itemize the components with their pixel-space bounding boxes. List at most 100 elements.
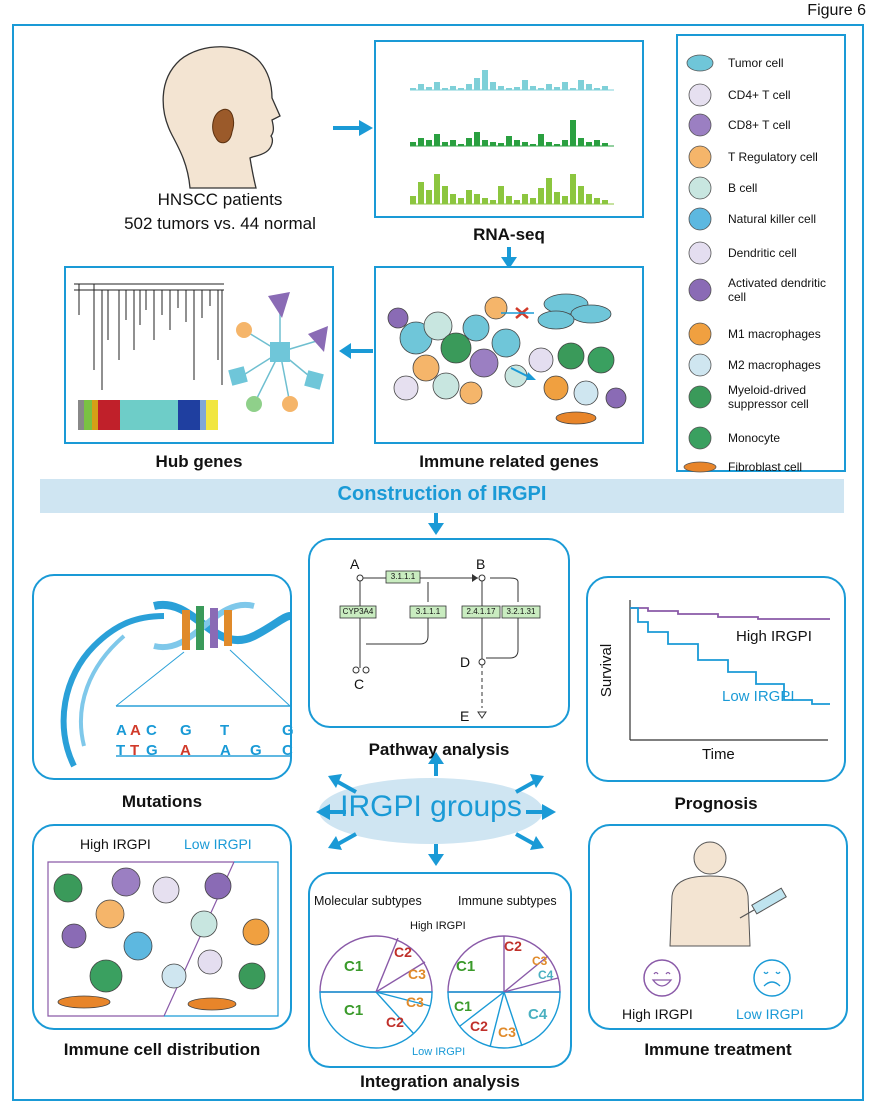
integration-panel: Molecular subtypes Immune subtypes High … [308,872,572,1068]
expression-bar [474,132,480,146]
enzyme-label: CYP3A4 [342,607,374,616]
immune-genes-panel [374,266,644,444]
low-irgpi-curve [630,607,830,705]
survival-curve-chart [629,600,830,741]
subtype-c1-label: C1 [454,998,472,1014]
expression-bar [450,140,456,146]
expression-bar [530,86,536,90]
subtype-c3-label: C3 [406,994,424,1010]
expression-bar [466,138,472,146]
center-ellipse [319,778,543,844]
expression-bar [594,88,600,90]
expression-bar [562,82,568,90]
treatment-panel: High IRGPI Low IRGPI [588,824,848,1030]
legend-item-label: CD8+ T cell [728,118,791,132]
hub-genes-panel [64,266,334,444]
expression-bar [466,84,472,90]
construction-banner [40,479,844,513]
expression-bar [410,88,416,90]
rnaseq-panel [374,40,644,218]
immune-subtypes-label: Immune subtypes [458,894,557,908]
expression-bar [586,194,592,204]
treatment-high-label: High IRGPI [622,1006,693,1022]
pathway-panel: A B C D E 3.1.1.1 CYP3A4 3.1.1.1 2.4.1.1… [308,538,570,728]
enzyme-label: 2.4.1.17 [466,607,496,616]
mutation-base: G [250,742,262,759]
expression-bar [434,174,440,204]
expression-bar [578,138,584,146]
legend-item-label: Myeloid-drived suppressor cell [728,383,809,411]
expression-bar [418,84,424,90]
legend-item: Myeloid-drived suppressor cell [684,382,840,412]
expression-bar [514,140,520,146]
patient-body-icon [669,841,787,947]
legend-item-label: Natural killer cell [728,212,817,226]
expression-bar [522,142,528,146]
construction-title: Construction of IRGPI [337,483,547,505]
expression-bar [578,80,584,90]
expression-bar [562,196,568,204]
legend-item: Natural killer cell [684,204,840,234]
cd4-t-cell-icon [688,83,712,107]
expression-bar [546,142,552,146]
treatment-low-label: Low IRGPI [736,1006,804,1022]
expression-bar [570,174,576,204]
expression-bar [426,140,432,146]
subtype-c1-label: C1 [344,958,364,975]
immune-genes-caption: Immune related genes [419,452,599,471]
pathway-node-a: A [350,556,360,572]
m1-macrophage-icon [688,322,712,346]
integration-caption: Integration analysis [360,1072,520,1091]
legend-item: Tumor cell [684,48,840,78]
expression-bar [490,200,496,204]
figure-label: Figure 6 [807,2,866,19]
arrow-down-icon [501,247,517,269]
legend-item: CD8+ T cell [684,110,840,140]
expression-bar [458,198,464,204]
legend-item-label: Fibroblast cell [728,460,803,474]
legend-item-label: M1 macrophages [728,327,821,341]
radiating-arrows [316,752,556,866]
patients-line2: 502 tumors vs. 44 normal [124,214,316,233]
monocyte-icon [688,426,712,450]
mutation-base: A [180,742,191,759]
legend-item-label: B cell [728,181,758,195]
expression-bar [594,140,600,146]
expression-bar [442,186,448,204]
expression-bar [498,86,504,90]
expression-bar [570,88,576,90]
expression-bar [482,198,488,204]
expression-bar [482,140,488,146]
mutation-base: G [146,742,158,759]
tumor-mass-icon [212,108,235,144]
dendritic-cell-icon [688,241,712,265]
mutation-base: A [116,722,127,739]
mutation-base: A [220,742,231,759]
expression-bar [522,194,528,204]
expression-bar [586,84,592,90]
patients-line1: HNSCC patients [157,190,283,209]
dna-helix-icon [60,600,291,768]
hub-genes-caption: Hub genes [155,452,243,471]
mutation-base: T [220,722,230,739]
treatment-caption: Immune treatment [644,1040,792,1059]
subtype-c2-label: C2 [470,1018,488,1034]
prognosis-high-label: High IRGPI [736,628,812,645]
distribution-panel: High IRGPI Low IRGPI [32,824,292,1030]
cd8-t-cell-icon [688,113,712,137]
mdsc-icon [688,385,712,409]
mutations-caption: Mutations [121,792,203,811]
expression-bar [458,88,464,90]
expression-bar [562,140,568,146]
legend-item-label: CD4+ T cell [728,88,791,102]
center-label: IRGPI groups [340,790,522,823]
subtype-c4-label: C4 [538,968,554,982]
subtype-c3-label: C3 [532,954,548,968]
tumor-cell-icon [686,54,714,72]
prognosis-caption: Prognosis [674,794,758,813]
integration-low-label: Low IRGPI [412,1046,466,1058]
legend-item: M1 macrophages [684,319,840,349]
integration-high-label: High IRGPI [410,920,466,932]
